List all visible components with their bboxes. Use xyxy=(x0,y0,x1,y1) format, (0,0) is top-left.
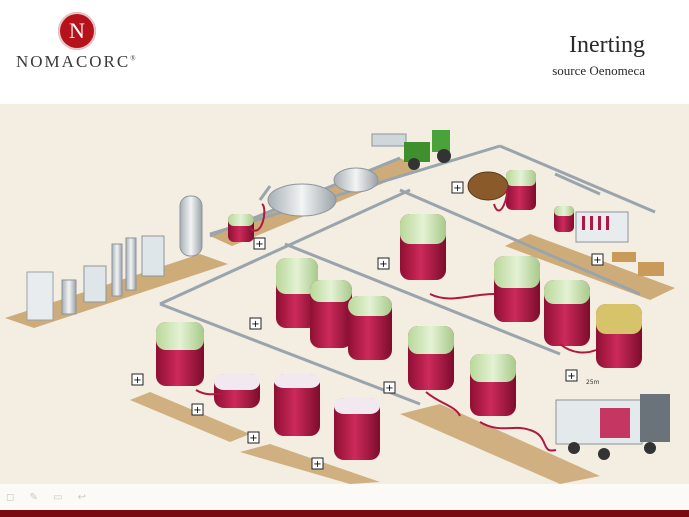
distance-label: 25m xyxy=(586,379,600,386)
plus-marker: + xyxy=(593,255,601,266)
tanker-truck xyxy=(555,394,670,460)
plus-marker: + xyxy=(379,259,387,270)
inert-gas-pipes xyxy=(159,144,656,406)
transfer-hoses xyxy=(195,189,597,452)
plus-marker: + xyxy=(567,371,575,382)
slide-footer xyxy=(0,484,689,510)
slide-nav-icons[interactable]: ◻ ✎ ▭ ↩ xyxy=(6,492,93,503)
footer-accent-bar xyxy=(0,510,689,517)
plus-marker: + xyxy=(453,183,461,194)
slide-title: Inerting xyxy=(569,32,645,58)
harvest-reception-equipment xyxy=(267,130,451,217)
slide-subtitle: source Oenomeca xyxy=(552,63,645,78)
plus-marker: + xyxy=(249,433,257,444)
slide-header: N NOMACORC® Inerting source Oenomeca xyxy=(0,0,689,104)
plus-marker: + xyxy=(193,405,201,416)
barrel-and-bottling xyxy=(467,171,664,276)
wine-tanks xyxy=(156,170,642,460)
plus-marker: + xyxy=(313,459,321,470)
plus-marker: + xyxy=(385,383,393,394)
nomacorc-logo-text: NOMACORC® xyxy=(16,52,138,71)
plus-marker: + xyxy=(255,239,263,250)
diagram-plus-markers: + + + + + + + + + + + xyxy=(131,181,604,470)
nomacorc-logo-seal: N xyxy=(58,12,96,50)
gas-generator-units xyxy=(26,195,203,321)
winery-inerting-diagram: + + + + + + + + + + + 25m xyxy=(5,130,675,484)
plus-marker: + xyxy=(251,319,259,330)
plus-marker: + xyxy=(133,375,141,386)
